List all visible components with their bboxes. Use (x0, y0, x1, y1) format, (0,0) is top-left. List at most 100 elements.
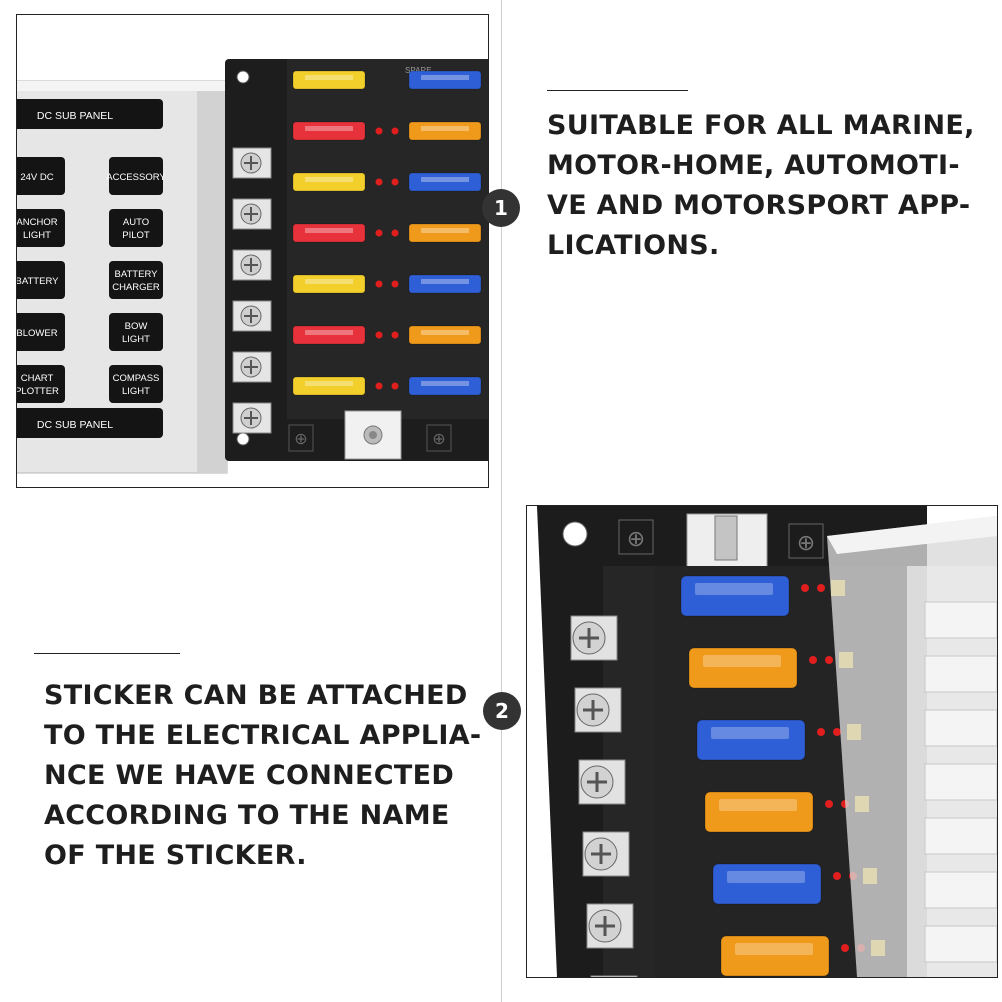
clear-cover-angled (827, 516, 997, 977)
svg-text:⊕: ⊕ (797, 530, 815, 555)
blade-fuse (408, 223, 482, 243)
sticker-label: AUTO (123, 217, 149, 228)
screw-terminal (590, 975, 638, 977)
sticker-slot (924, 655, 997, 693)
blade-fuse (408, 325, 482, 345)
sticker-left-plate (17, 365, 65, 403)
indicator-led (391, 127, 399, 135)
mount-hole (236, 70, 250, 84)
sticker-panel-cover: DC SUB PANEL DC SUB PANEL 24V DCANCHORLI… (17, 80, 228, 474)
sticker-label: COMPASS (113, 373, 160, 384)
feature-2-badge: 2 (483, 692, 521, 730)
sticker-right-plate (109, 365, 163, 403)
feature-1-badge: 1 (482, 189, 520, 227)
blade-fuse (712, 863, 822, 905)
indicator-led (391, 382, 399, 390)
svg-text:⊕: ⊕ (432, 431, 445, 448)
sticker-slot (924, 925, 997, 963)
feature-1-line: SUITABLE FOR ALL MARINE, (547, 110, 975, 141)
sticker-slot (924, 709, 997, 747)
indicator-led (391, 331, 399, 339)
indicator-led (825, 800, 833, 808)
indicator-led (391, 178, 399, 186)
blade-fuse (408, 274, 482, 294)
sticker-label: PILOT (122, 230, 150, 241)
sticker-label: PLOTTER (17, 386, 59, 397)
indicator-led (833, 872, 841, 880)
feature-2-text: STICKER CAN BE ATTACHED TO THE ELECTRICA… (44, 676, 481, 876)
svg-text:⊕: ⊕ (294, 431, 307, 448)
blade-fuse (680, 575, 790, 617)
sticker-slot (924, 817, 997, 855)
blade-fuse (408, 376, 482, 396)
sticker-label: BLOWER (17, 328, 58, 339)
sticker-label: ACCESSORY (106, 172, 166, 183)
indicator-led (817, 728, 825, 736)
feature-2-line: STICKER CAN BE ATTACHED (44, 680, 468, 711)
sticker-left-plate (17, 209, 65, 247)
indicator-led (817, 584, 825, 592)
feature-1-line: MOTOR-HOME, AUTOMOTI- (547, 150, 960, 181)
sticker-label: LIGHT (122, 386, 150, 397)
blade-fuse (292, 325, 366, 345)
blade-fuse (292, 376, 366, 396)
sticker-right-plate (109, 313, 163, 351)
blade-fuse (704, 791, 814, 833)
sticker-label: BATTERY (115, 269, 159, 280)
indicator-led (833, 728, 841, 736)
feature-2-line: OF THE STICKER. (44, 840, 307, 871)
sticker-footer-label: DC SUB PANEL (37, 419, 113, 431)
mount-hole (236, 432, 250, 446)
indicator-led (375, 178, 383, 186)
sticker-label: CHARGER (112, 282, 160, 293)
indicator-led (375, 280, 383, 288)
indicator-led (801, 584, 809, 592)
sticker-label: BATTERY (17, 276, 59, 287)
feature-1-text: SUITABLE FOR ALL MARINE, MOTOR-HOME, AUT… (547, 106, 975, 266)
indicator-led (375, 331, 383, 339)
feature-1-line: LICATIONS. (547, 230, 720, 261)
sticker-header-label: DC SUB PANEL (37, 110, 113, 122)
blade-fuse (292, 121, 366, 141)
indicator-led (825, 656, 833, 664)
sticker-label: LIGHT (23, 230, 51, 241)
blade-fuse (408, 172, 482, 192)
sticker-left-plate (17, 157, 65, 195)
sticker-footer-plate (17, 408, 163, 438)
feature-1-rule (547, 90, 688, 91)
blade-fuse (696, 719, 806, 761)
indicator-led (391, 280, 399, 288)
sticker-header-plate (17, 99, 163, 129)
sticker-label: 24V DC (20, 172, 53, 183)
sticker-label: LIGHT (122, 334, 150, 345)
blade-fuse (688, 647, 798, 689)
product-photo-angled: ⊕ ⊕ (526, 505, 998, 978)
feature-2-rule (34, 653, 180, 654)
indicator-led (375, 127, 383, 135)
indicator-led (809, 656, 817, 664)
sticker-right-plate (109, 261, 163, 299)
blade-fuse (292, 223, 366, 243)
blade-fuse (408, 70, 482, 90)
feature-2-line: TO THE ELECTRICAL APPLIA- (44, 720, 482, 751)
blade-fuse (408, 121, 482, 141)
fuse-box-front-illustration: DC SUB PANEL DC SUB PANEL 24V DCANCHORLI… (17, 59, 488, 474)
sticker-label: CHART (21, 373, 54, 384)
svg-text:⊕: ⊕ (627, 526, 645, 551)
blade-fuse (292, 70, 366, 90)
center-divider (501, 0, 502, 1002)
sticker-slot (924, 871, 997, 909)
sticker-right-plate (109, 157, 163, 195)
feature-1-line: VE AND MOTORSPORT APP- (547, 190, 971, 221)
sticker-slot (924, 601, 997, 639)
sticker-slot (924, 763, 997, 801)
indicator-led (841, 944, 849, 952)
sticker-label: BOW (125, 321, 148, 332)
blade-fuse (292, 274, 366, 294)
indicator-led (391, 229, 399, 237)
fuse-box-angled-illustration: ⊕ ⊕ (537, 506, 997, 977)
spare-label: SPARE (405, 66, 432, 75)
sticker-right-plate (109, 209, 163, 247)
feature-2-line: ACCORDING TO THE NAME (44, 800, 450, 831)
